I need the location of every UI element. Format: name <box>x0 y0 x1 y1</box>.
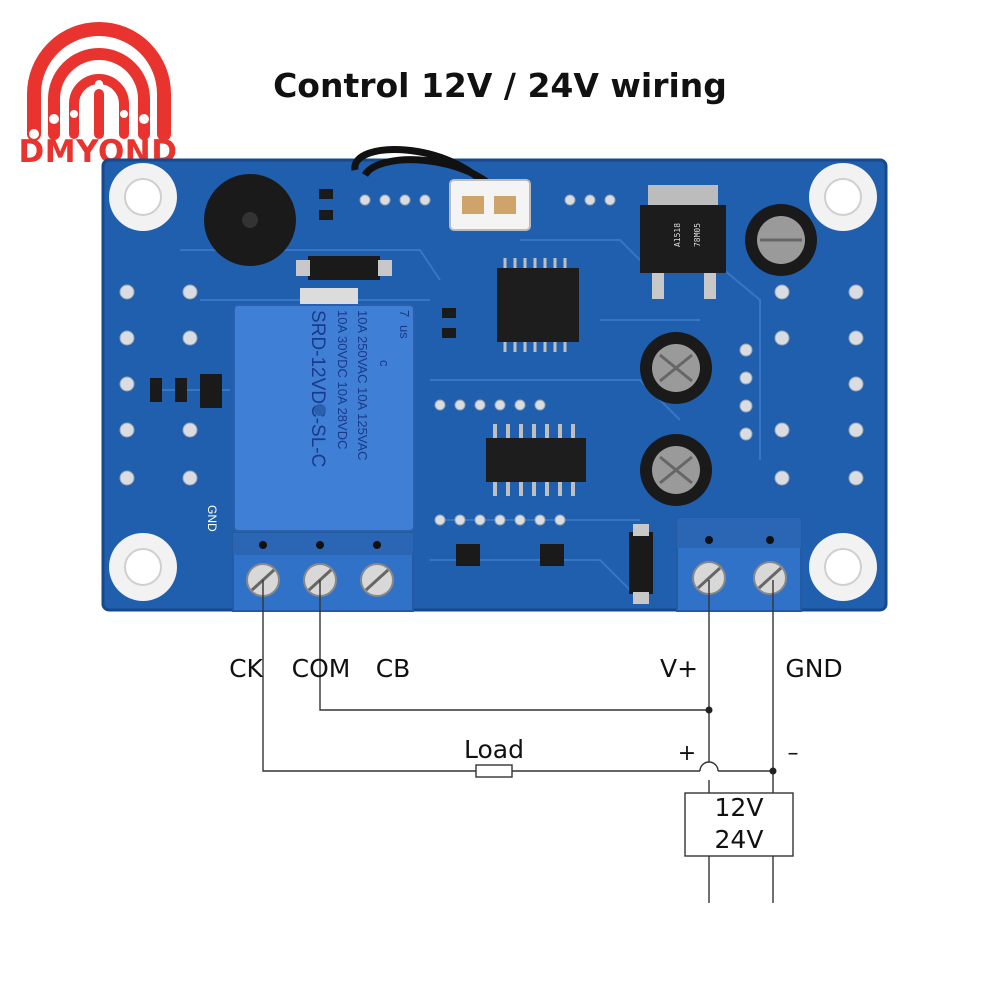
power-terminal-block <box>676 517 802 612</box>
supply-24v-label: 24V <box>715 825 764 854</box>
relay-rating-dc: 10A 30VDC 10A 28VDC <box>335 310 350 449</box>
mounting-hole-icon <box>809 163 877 231</box>
relay-model: SRD-12VDC-SL-C <box>307 310 328 467</box>
capacitor-icon <box>640 332 712 404</box>
power-supply-box <box>684 792 794 857</box>
comparator-chip-icon <box>486 424 586 496</box>
regulator-label: 78M05 <box>693 223 702 247</box>
regulator-code: A1518 <box>673 223 682 247</box>
sensor-connector-icon <box>351 146 531 231</box>
page-title: Control 12V / 24V wiring <box>273 66 727 105</box>
gnd-label: GND <box>785 654 842 683</box>
relay-us-mark: us <box>397 325 412 339</box>
junction-dot <box>769 767 777 775</box>
microcontroller-chip-icon <box>497 258 579 352</box>
ck-label: CK <box>229 654 263 683</box>
gnd-silkscreen: GND <box>205 505 219 532</box>
relay-terminal-block <box>232 532 414 612</box>
relay-c-mark: c <box>377 360 392 367</box>
load-resistor-icon <box>475 764 513 778</box>
pcb-board: 78M05 A1518 <box>101 146 888 612</box>
voltage-regulator-icon: 78M05 A1518 <box>640 185 726 299</box>
relay-pin-mark: 7 <box>397 310 412 317</box>
diode-icon <box>629 524 653 604</box>
mounting-hole-icon <box>109 163 177 231</box>
minus-sign: – <box>788 741 799 766</box>
capacitor-icon <box>640 434 712 506</box>
junction-dot <box>705 706 713 714</box>
wiring-lines <box>262 580 774 903</box>
relay-icon: 7 us c 10A 250VAC 10A 125VAC 10A 30VDC 1… <box>233 304 415 532</box>
supply-12v-label: 12V <box>715 793 764 822</box>
cb-label: CB <box>376 654 411 683</box>
vplus-label: V+ <box>660 654 698 683</box>
com-label: COM <box>292 654 351 683</box>
capacitor-icon <box>745 204 817 276</box>
load-label: Load <box>464 735 524 764</box>
relay-rating-ac: 10A 250VAC 10A 125VAC <box>355 310 370 461</box>
diode-icon <box>296 256 392 306</box>
dmyond-logo-icon <box>27 22 171 141</box>
buzzer-icon <box>204 174 296 266</box>
plus-sign: + <box>678 741 696 766</box>
mounting-hole-icon <box>109 533 177 601</box>
mounting-hole-icon <box>809 533 877 601</box>
screw-terminal-icon <box>753 561 787 595</box>
screw-terminal-icon <box>360 563 394 597</box>
